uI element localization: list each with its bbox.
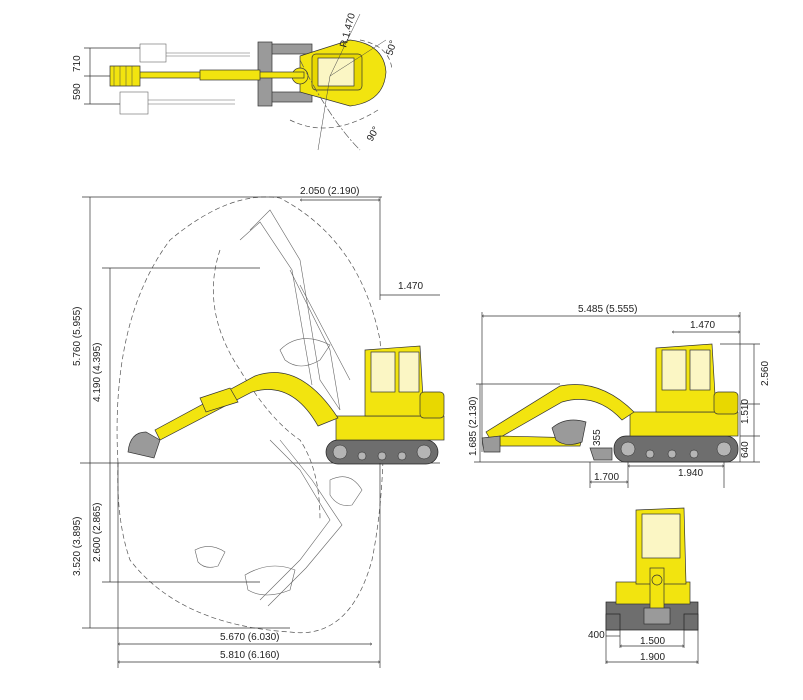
front-track-gauge: 1.500 [640, 636, 665, 647]
reach-top: 2.050 (2.190) [300, 186, 360, 197]
transport-view: 5.485 (5.555) 1.470 2.560 1.510 640 1.68… [468, 304, 771, 488]
top-view: 710 590 R.1.470 50° 90° [72, 12, 400, 151]
transport-track-length: 1.940 [678, 468, 703, 479]
max-height: 5.760 (5.955) [72, 307, 83, 367]
front-view: 400 1.500 1.900 [588, 507, 698, 664]
vertical-depth: 2.600 (2.865) [92, 503, 103, 563]
top-width-710: 710 [72, 55, 83, 72]
transport-blade: 355 [592, 429, 603, 446]
max-depth: 3.520 (3.895) [72, 517, 83, 577]
reach-ground: 5.670 (6.030) [220, 632, 280, 643]
transport-height: 2.560 [760, 361, 771, 386]
dump-height: 4.190 (4.395) [92, 343, 103, 403]
top-angle-right: 50° [384, 39, 399, 57]
transport-boom-height: 1.685 (2.130) [468, 397, 479, 457]
transport-front: 1.700 [594, 472, 619, 483]
front-shoe: 400 [588, 630, 605, 641]
transport-track-height: 640 [740, 441, 751, 458]
transport-tail: 1.470 [690, 320, 715, 331]
transport-cab-height: 1.510 [740, 399, 751, 424]
top-width-590: 590 [72, 83, 83, 100]
tail-swing: 1.470 [398, 281, 423, 292]
transport-length: 5.485 (5.555) [578, 304, 638, 315]
working-range-view: 2.050 (2.190) 1.470 5.760 (5.955) 4.190 … [72, 186, 445, 668]
front-overall-width: 1.900 [640, 652, 665, 663]
max-reach: 5.810 (6.160) [220, 650, 280, 661]
top-angle-left: 90° [365, 125, 382, 144]
